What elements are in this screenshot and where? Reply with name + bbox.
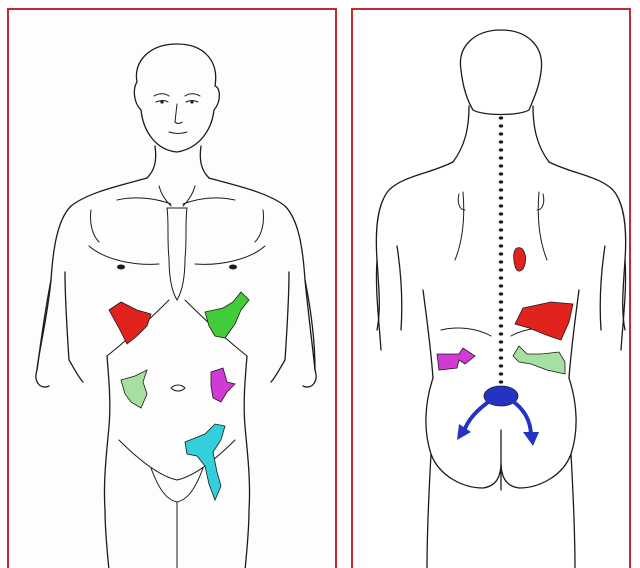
front-clavicles: [117, 186, 235, 206]
vertebra-dot: [499, 244, 503, 247]
front-head-outline: [134, 44, 219, 152]
front-sternum: [167, 208, 187, 300]
green-zone-left-upper: [205, 292, 249, 338]
vertebra-dot: [499, 284, 503, 287]
back-view-panel: [351, 8, 631, 568]
blue-arrow-right: [511, 400, 531, 436]
front-navel: [171, 385, 185, 391]
light-green-zone-right-mid: [121, 370, 147, 408]
vertebra-dot: [499, 372, 503, 375]
spine-dotted-line: [499, 116, 503, 383]
front-left-arm: [271, 272, 316, 387]
front-chest-lines: [89, 210, 265, 264]
front-right-eye: [190, 100, 193, 103]
front-view-panel: [7, 8, 337, 568]
vertebra-dot: [499, 332, 503, 335]
front-left-eye: [160, 100, 163, 103]
vertebra-dot: [499, 164, 503, 167]
front-right-nipple: [117, 265, 125, 270]
light-green-zone-right-flank: [513, 346, 565, 374]
back-head-outline: [460, 30, 541, 115]
front-torso-outline: [37, 178, 315, 370]
vertebra-dot: [499, 348, 503, 351]
vertebra-dot: [499, 132, 503, 135]
blue-arrowhead-right: [523, 432, 539, 446]
vertebra-dot: [499, 124, 503, 127]
blue-arrow-left: [463, 400, 491, 434]
red-zone-right-upper: [109, 302, 151, 344]
vertebra-dot: [499, 204, 503, 207]
vertebra-dot: [499, 324, 503, 327]
vertebra-dot: [499, 156, 503, 159]
red-spot-scapula: [514, 248, 526, 271]
vertebra-dot: [499, 148, 503, 151]
front-groin-lines: [119, 440, 235, 568]
front-neck: [147, 146, 209, 178]
vertebra-dot: [499, 300, 503, 303]
vertebra-dot: [499, 252, 503, 255]
vertebra-dot: [499, 276, 503, 279]
vertebra-dot: [499, 356, 503, 359]
vertebra-dot: [499, 180, 503, 183]
vertebra-dot: [499, 316, 503, 319]
magenta-zone-left-flank: [437, 348, 475, 370]
vertebra-dot: [499, 340, 503, 343]
vertebra-dot: [499, 140, 503, 143]
vertebra-dot: [499, 220, 503, 223]
vertebra-dot: [499, 260, 503, 263]
back-body-figure: [353, 10, 631, 568]
front-face-features: [154, 94, 200, 134]
front-left-nipple: [229, 265, 237, 270]
vertebra-dot: [499, 364, 503, 367]
back-scapulae: [455, 192, 547, 260]
vertebra-dot: [499, 228, 503, 231]
vertebra-dot: [499, 236, 503, 239]
magenta-zone-left-mid: [211, 368, 235, 402]
vertebra-dot: [499, 196, 503, 199]
vertebra-dot: [499, 380, 503, 383]
vertebra-dot: [499, 188, 503, 191]
cyan-zone-lower-left: [185, 424, 225, 500]
front-right-arm: [36, 272, 83, 387]
vertebra-dot: [499, 172, 503, 175]
vertebra-dot: [499, 116, 503, 119]
vertebra-dot: [499, 308, 503, 311]
front-body-figure: [9, 10, 337, 568]
vertebra-dot: [499, 212, 503, 215]
vertebra-dot: [499, 268, 503, 271]
red-zone-right-back: [515, 302, 573, 340]
vertebra-dot: [499, 292, 503, 295]
